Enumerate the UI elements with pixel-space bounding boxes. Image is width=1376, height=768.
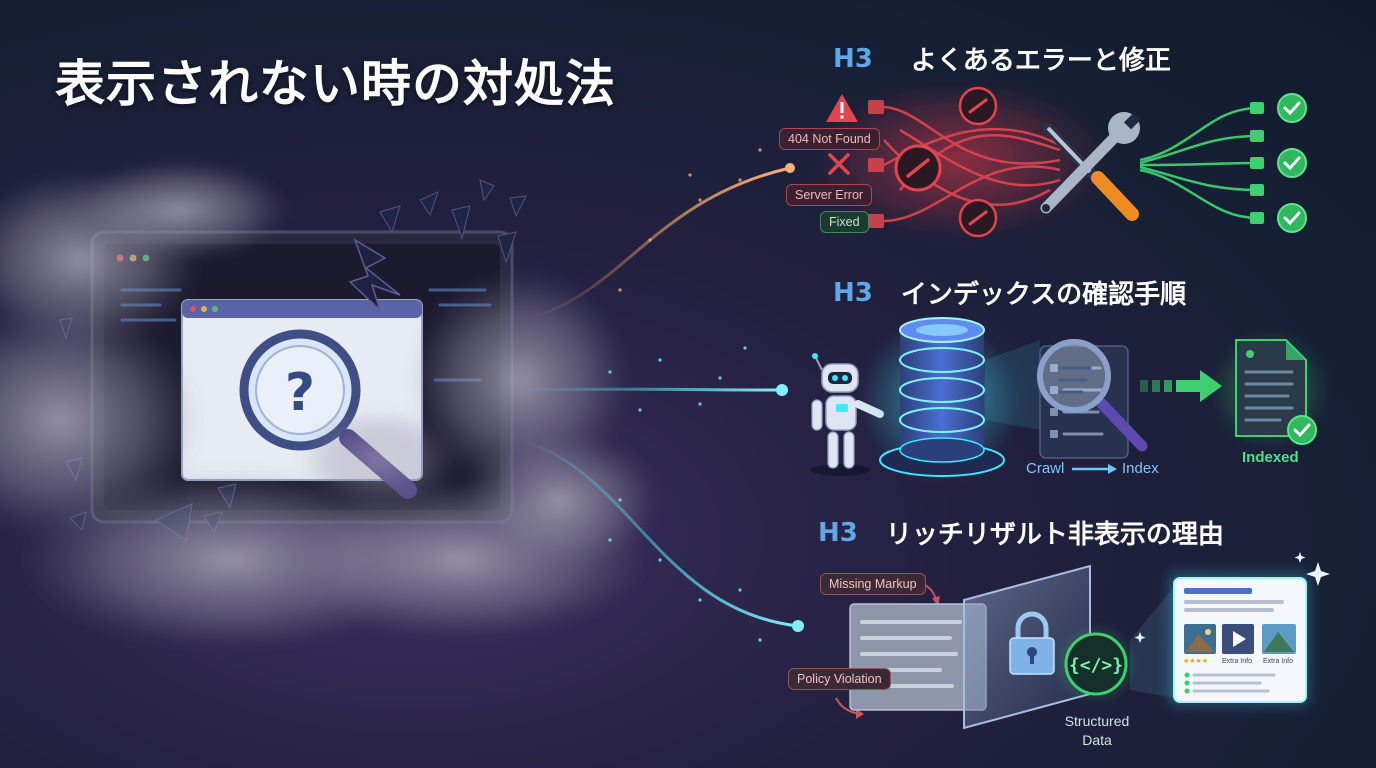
broken-link-icon <box>958 86 998 126</box>
index-process-illustration <box>810 317 1330 480</box>
page-title: 表示されない時の対処法 <box>55 55 616 113</box>
database-icon <box>860 317 1020 480</box>
warning-icon <box>826 94 858 122</box>
section-heading-rich-results: H3 リッチリザルト非表示の理由 <box>818 514 1224 551</box>
policy-violation-label: Policy Violation <box>788 668 891 690</box>
error-label-server: Server Error <box>786 184 873 206</box>
extra-info-label: Extra Info <box>1263 658 1293 665</box>
lock-icon <box>1009 611 1055 675</box>
structured-data-line1: Structured <box>1064 713 1130 729</box>
error-cables-illustration <box>810 80 1307 240</box>
check-circle-icon <box>1287 415 1317 445</box>
wrench-screwdriver-icon <box>1040 112 1141 221</box>
structured-data-line2: Data <box>1082 732 1112 748</box>
crawl-label: Crawl <box>1026 460 1065 477</box>
section-title: インデックスの確認手順 <box>900 280 1187 310</box>
section-title: リッチリザルト非表示の理由 <box>885 520 1224 550</box>
section-heading-errors: H3 よくあるエラーと修正 <box>833 40 1171 77</box>
check-circle-icon <box>1277 203 1307 233</box>
h3-tag: H3 <box>833 43 873 74</box>
code-icon: {</>} <box>1054 622 1138 706</box>
video-thumbnail-icon <box>1222 624 1254 654</box>
crawl-index-arrow-icon <box>1072 464 1117 474</box>
flow-line-to-errors <box>519 148 795 322</box>
flow-line-to-index <box>519 346 788 412</box>
green-arrow-icon <box>1140 370 1222 402</box>
index-label: Index <box>1122 460 1159 477</box>
image-thumbnail-icon <box>1262 624 1296 654</box>
svg-text:{</>}: {</>} <box>1069 655 1123 676</box>
section-title: よくあるエラーと修正 <box>910 46 1171 76</box>
structured-data-label: Structured Data <box>1060 712 1134 750</box>
broken-link-icon <box>958 198 998 238</box>
x-mark-icon <box>828 153 850 175</box>
rich-results-illustration: {</>} <box>835 552 1330 730</box>
sparkle-icon <box>1134 552 1330 643</box>
fog-clouds <box>0 160 660 650</box>
flow-line-to-rich-results <box>519 438 804 642</box>
image-thumbnail-icon <box>1184 624 1216 654</box>
indexed-document-icon <box>1210 330 1330 450</box>
check-circle-icon <box>1277 93 1307 123</box>
magnifier-icon <box>1037 339 1148 452</box>
indexed-label: Indexed <box>1242 449 1299 466</box>
error-label-404: 404 Not Found <box>779 128 880 150</box>
missing-markup-label: Missing Markup <box>820 573 926 595</box>
section-heading-index: H3 インデックスの確認手順 <box>833 274 1186 311</box>
rating-stars: ★★★★ <box>1183 658 1209 665</box>
check-circle-icon <box>1277 148 1307 178</box>
svg-text:?: ? <box>285 363 315 423</box>
h3-tag: H3 <box>818 517 858 548</box>
broken-link-icon <box>894 144 942 192</box>
extra-info-label: Extra Info <box>1222 658 1252 665</box>
rich-result-card <box>1168 572 1310 706</box>
h3-tag: H3 <box>833 277 873 308</box>
status-label-fixed: Fixed <box>820 211 869 233</box>
